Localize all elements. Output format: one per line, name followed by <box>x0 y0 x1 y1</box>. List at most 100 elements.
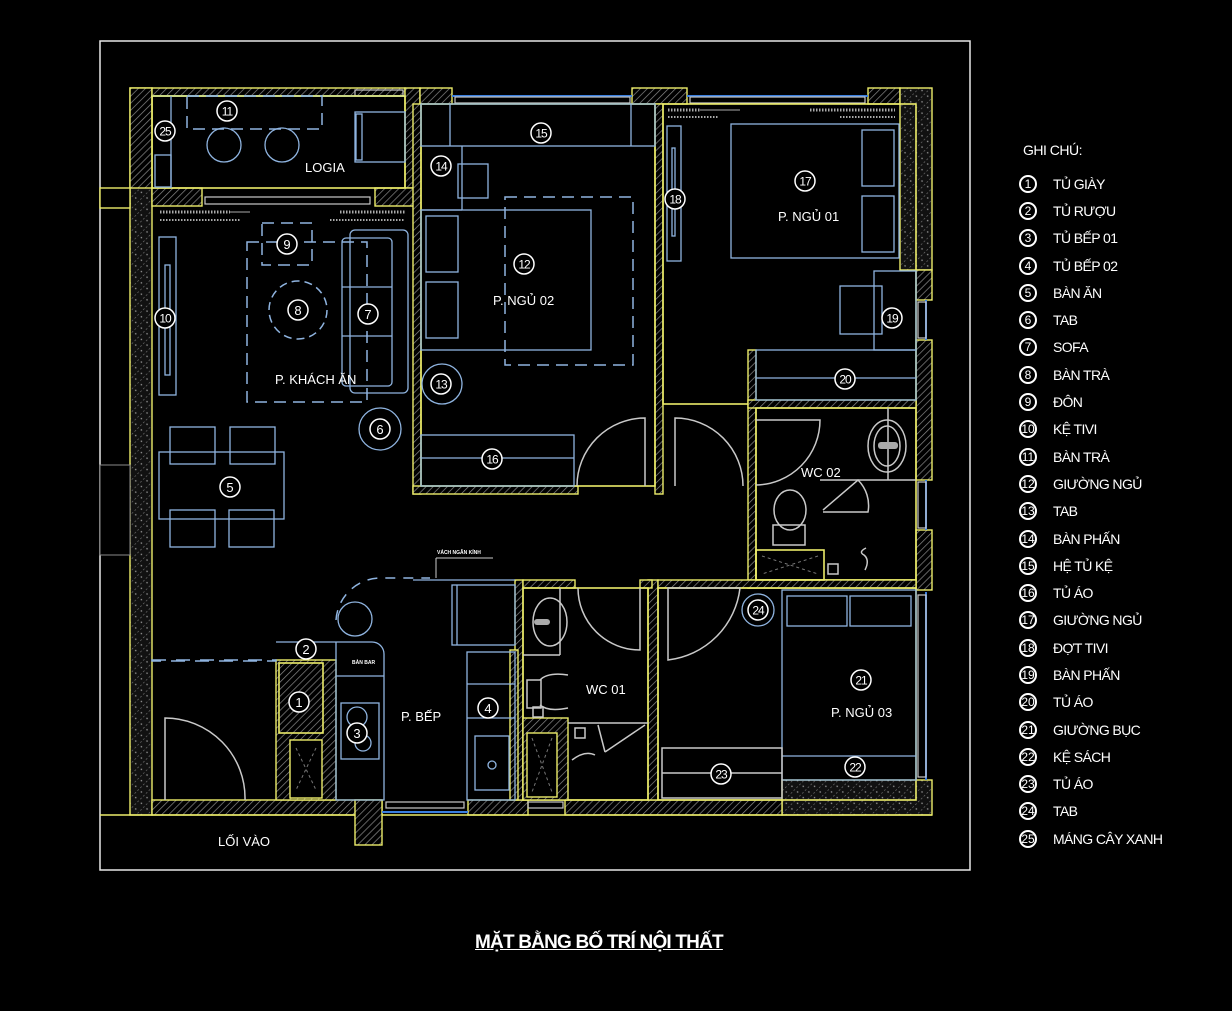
marker-number: 9 <box>283 237 290 252</box>
marker-number: 20 <box>839 373 852 387</box>
marker-number: 3 <box>353 726 360 741</box>
room-labels: LOGIA P. KHÁCH ĂN P. NGỦ 02 P. NGỦ 01 WC… <box>218 160 892 849</box>
legend-label: BÀN PHẤN <box>1053 530 1120 547</box>
marker-number: 4 <box>484 701 491 716</box>
legend-number-badge: 4 <box>1019 256 1037 275</box>
marker-number: 10 <box>159 312 172 326</box>
marker-circle <box>477 697 499 719</box>
legend-number-badge: 3 <box>1019 229 1037 248</box>
marker-number: 7 <box>364 307 371 322</box>
room-label-kitchen: P. BẾP <box>401 709 441 724</box>
legend-label: BÀN TRÀ <box>1053 366 1110 383</box>
marker-number: 19 <box>886 312 899 326</box>
marker-circle <box>881 307 903 329</box>
marker-number: 17 <box>799 175 812 189</box>
marker-circle <box>154 307 176 329</box>
legend-label: TỦ ÁO <box>1053 694 1093 711</box>
bar-counter-note: BÀN BAR <box>352 659 375 666</box>
legend-number-badge: 23 <box>1019 775 1037 794</box>
interior-walls <box>151 95 917 801</box>
logia-furniture <box>154 95 406 188</box>
legend-label: ĐỢT TIVI <box>1053 639 1109 656</box>
marker-number: 8 <box>294 303 301 318</box>
legend-number-badge: 19 <box>1019 665 1037 684</box>
marker-number: 21 <box>855 674 868 688</box>
room-label-bed01: P. NGỦ 01 <box>778 209 839 224</box>
marker-number: 18 <box>669 193 682 207</box>
marker-number: 23 <box>715 768 728 782</box>
marker-number: 5 <box>226 480 233 495</box>
marker-circle <box>287 299 309 321</box>
item-marker: 17 <box>794 170 816 192</box>
legend-label: TỦ GIÀY <box>1053 175 1105 192</box>
room-label-logia: LOGIA <box>305 160 345 175</box>
room-label-living: P. KHÁCH ĂN <box>275 372 356 387</box>
marker-circle <box>481 448 503 470</box>
legend-label: TỦ BẾP 02 <box>1053 257 1118 274</box>
marker-circle <box>357 303 379 325</box>
legend-number-badge: 16 <box>1019 584 1037 603</box>
marker-circle <box>295 638 317 660</box>
marker-circle <box>530 122 552 144</box>
marker-number: 2 <box>302 642 309 657</box>
living-furniture <box>151 210 409 662</box>
bed01-furniture <box>666 108 917 401</box>
legend-label: TAB <box>1053 312 1078 329</box>
legend-label: SOFA <box>1053 339 1089 356</box>
glass-partition-note: VÁCH NGĂN KÍNH <box>437 548 481 556</box>
legend-item: 8 BÀN TRÀ <box>1017 361 1162 388</box>
legend-label: HỆ TỦ KỆ <box>1053 557 1113 574</box>
item-marker: 22 <box>844 756 866 778</box>
item-marker: 12 <box>513 253 535 275</box>
legend-number-badge: 10 <box>1019 420 1037 439</box>
legend-number-badge: 11 <box>1019 447 1037 466</box>
marker-number: 22 <box>849 761 862 775</box>
legend-number-badge: 8 <box>1019 365 1037 384</box>
marker-circle <box>710 763 732 785</box>
marker-circle <box>844 756 866 778</box>
legend-label: TỦ BẾP 01 <box>1053 230 1118 247</box>
item-marker: 2 <box>295 638 317 660</box>
marker-circle <box>513 253 535 275</box>
bed02-furniture <box>420 103 744 487</box>
legend-number-badge: 22 <box>1019 747 1037 766</box>
item-marker: 18 <box>664 188 686 210</box>
legend-label: GIƯỜNG NGỦ <box>1053 612 1142 629</box>
marker-circle <box>216 100 238 122</box>
marker-circle <box>346 722 368 744</box>
item-marker: 3 <box>346 722 368 744</box>
item-marker: 20 <box>834 368 856 390</box>
item-marker: 15 <box>530 122 552 144</box>
marker-circle <box>747 599 769 621</box>
marker-circle <box>219 476 241 498</box>
wc02-fixtures <box>755 408 916 581</box>
legend-item: 9 ĐÔN <box>1017 388 1162 415</box>
item-marker: 10 <box>154 307 176 329</box>
item-marker: 9 <box>276 233 298 255</box>
marker-number: 12 <box>518 258 531 272</box>
legend-label: TAB <box>1053 803 1078 820</box>
marker-circle <box>154 120 176 142</box>
legend-label: TAB <box>1053 503 1078 520</box>
legend-number-badge: 9 <box>1019 393 1037 412</box>
legend-label: ĐÔN <box>1053 394 1083 411</box>
marker-number: 16 <box>486 453 499 467</box>
item-marker: 6 <box>369 418 391 440</box>
marker-circle <box>794 170 816 192</box>
legend-label: KỆ SÁCH <box>1053 748 1111 765</box>
legend-label: BÀN PHẤN <box>1053 666 1120 683</box>
item-marker: 25 <box>154 120 176 142</box>
exterior-walls <box>99 87 933 846</box>
